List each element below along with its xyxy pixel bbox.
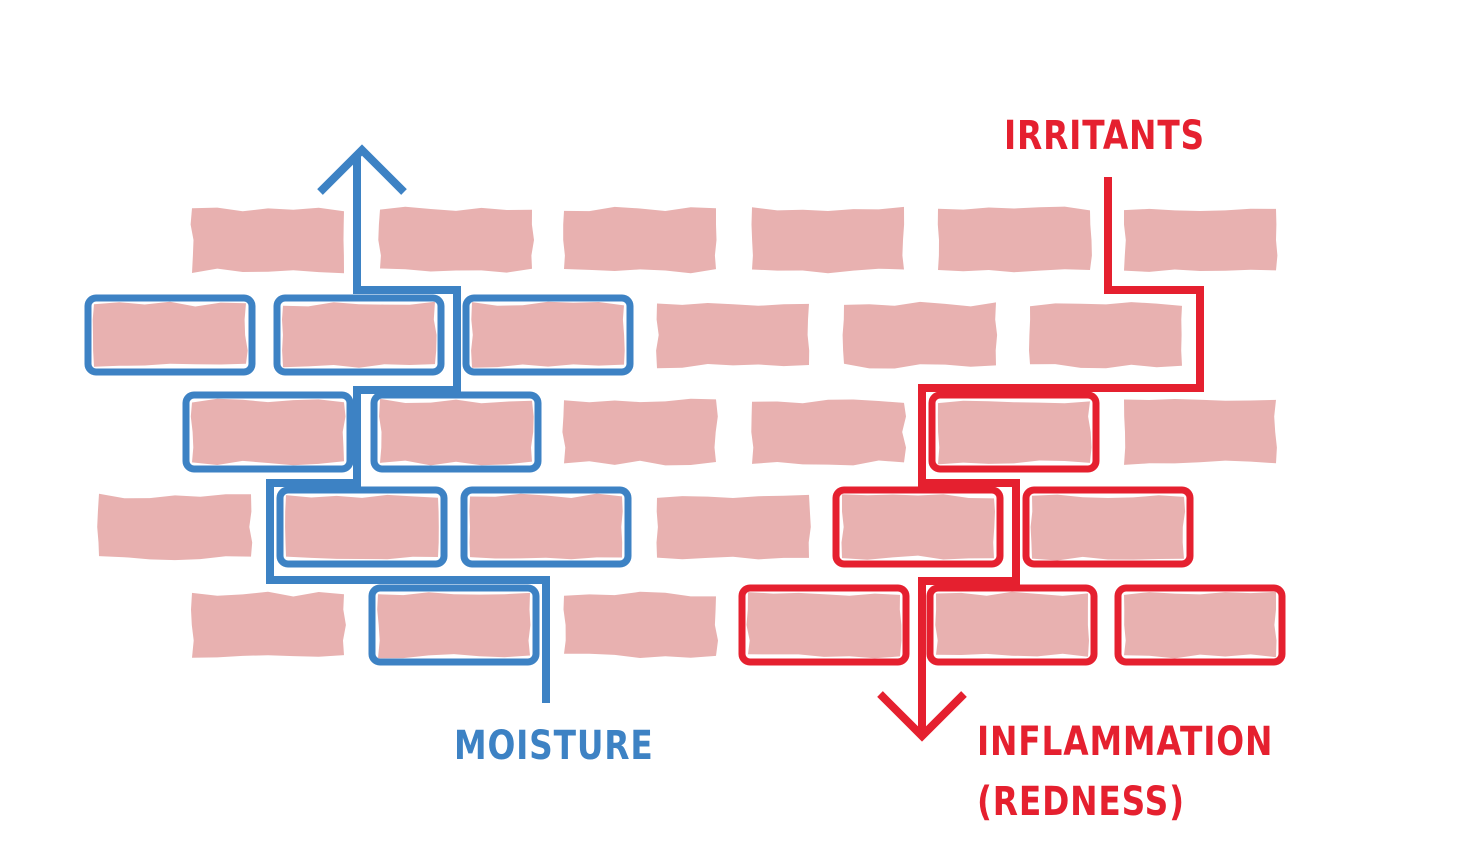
brick [935, 591, 1089, 657]
brick [378, 206, 534, 273]
brick-outline-irritants [738, 584, 910, 666]
brick [1124, 591, 1277, 659]
brick [563, 591, 718, 658]
moisture-label: MOISTURE [454, 723, 654, 769]
brick-outline-moisture [84, 294, 256, 376]
brick [285, 494, 439, 560]
brick-outline-moisture [273, 294, 445, 376]
inflammation-label: INFLAMMATION [977, 719, 1274, 765]
brick [563, 206, 717, 274]
brick-outline-moisture [182, 391, 354, 473]
brick-outline-irritants [1114, 584, 1286, 666]
brick-outline-irritants [926, 584, 1098, 666]
brick [937, 206, 1092, 273]
brick [746, 592, 902, 659]
brick [469, 493, 623, 560]
brick [1030, 494, 1186, 561]
redness-label: (REDNESS) [977, 779, 1185, 825]
brick [1124, 208, 1278, 272]
brick-outline-irritants [1022, 486, 1194, 568]
brick [282, 301, 437, 368]
brick [190, 398, 346, 466]
brick [191, 591, 346, 658]
brick [842, 301, 998, 369]
moisture-path [266, 155, 550, 703]
brick [937, 400, 1092, 465]
brick [97, 493, 253, 561]
brick [471, 301, 625, 368]
brick [751, 206, 905, 274]
brick [751, 399, 906, 466]
brick [92, 301, 248, 367]
brick-outline-irritants [928, 391, 1100, 473]
arrow-up-icon [317, 144, 407, 195]
brick [1029, 302, 1182, 369]
brick-wall [84, 206, 1286, 666]
brick-outline-moisture [460, 486, 632, 568]
brick [1124, 399, 1277, 465]
brick [379, 398, 534, 466]
brick [190, 207, 344, 274]
brick-outline-moisture [370, 391, 542, 473]
brick-outline-moisture [368, 584, 540, 666]
brick [377, 592, 531, 659]
brick [841, 494, 995, 560]
irritants-path [918, 177, 1204, 735]
brick-outline-moisture [276, 486, 448, 568]
arrow-down-icon [877, 691, 967, 742]
brick [562, 398, 718, 466]
brick [656, 303, 810, 369]
brick [656, 494, 811, 560]
brick-outline-moisture [462, 294, 634, 376]
irritants-label: IRRITANTS [1004, 113, 1205, 159]
brick-outline-irritants [832, 486, 1004, 568]
